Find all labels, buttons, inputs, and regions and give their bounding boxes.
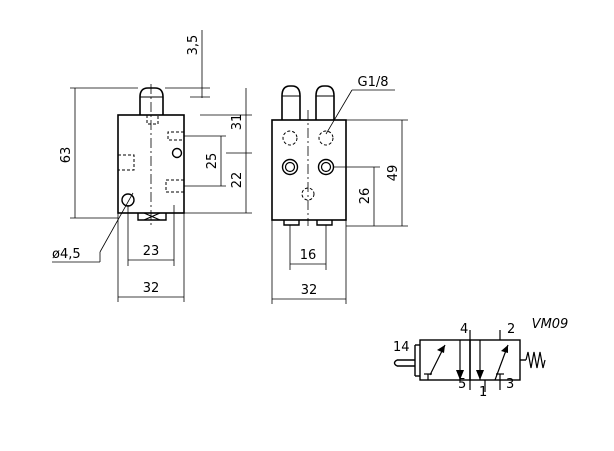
- front-pin-left: [281, 85, 301, 120]
- dim-port-spacing-16: 16: [300, 248, 317, 263]
- dim-body-height-49: 49: [386, 165, 401, 182]
- symbol-box-right: [469, 339, 521, 381]
- port-circle-right: [317, 158, 335, 176]
- dim-height-63: 63: [59, 147, 74, 164]
- model-code: VM09: [532, 317, 569, 332]
- pneumatic-symbol: VM09 14 4 2 5 1 3: [393, 317, 568, 400]
- dim-port-spacing-25: 25: [205, 153, 220, 170]
- dim-lower-22: 22: [230, 172, 245, 189]
- spring-return: [525, 351, 546, 369]
- port-label-2: 2: [507, 322, 515, 337]
- dim-outer-width-32-right: 32: [301, 283, 318, 298]
- front-view: G1/8 49 26 16 32: [271, 75, 408, 304]
- dim-upper-31: 31: [230, 114, 245, 131]
- port-label-3: 3: [506, 377, 514, 392]
- port-label-4: 4: [460, 322, 468, 337]
- port-label-1: 1: [479, 385, 487, 400]
- dim-inner-width-23: 23: [143, 244, 160, 259]
- dim-pin-3-5: 3,5: [186, 35, 201, 56]
- port-label-14: 14: [393, 340, 410, 355]
- dim-port-height-26: 26: [358, 188, 373, 205]
- plunger-pin: [139, 87, 164, 115]
- side-port-circle: [171, 147, 183, 159]
- left-side-view: 63 3,5 31 25 22 ø4,5 23 32: [52, 30, 252, 302]
- port-label-5: 5: [458, 377, 466, 392]
- thread-label: G1/8: [358, 75, 389, 90]
- dim-hole-diameter: ø4,5: [52, 247, 81, 262]
- port-circle-left: [281, 158, 299, 176]
- valve-body-front: [271, 119, 347, 221]
- mounting-hole: [121, 193, 135, 207]
- dim-outer-width-32-left: 32: [143, 281, 160, 296]
- front-pin-right: [315, 85, 335, 120]
